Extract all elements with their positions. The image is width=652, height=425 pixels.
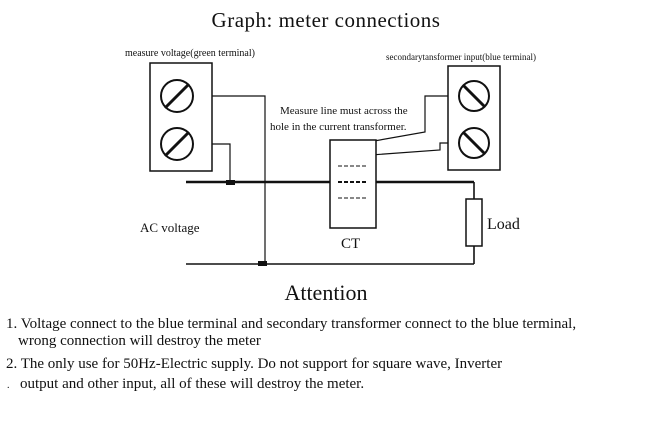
transformer-terminal-screw-bottom	[458, 127, 490, 159]
note-2-line-1: 2. The only use for 50Hz-Electric supply…	[6, 356, 503, 372]
voltage-terminal-screw-top	[160, 79, 194, 113]
load-resistor	[465, 198, 483, 247]
attention-heading: Attention	[284, 280, 368, 305]
label-load: Load	[487, 216, 520, 233]
label-ct: CT	[341, 236, 360, 252]
stray-dot: .	[7, 380, 10, 391]
label-secondary-input: secondarytansformer input(blue terminal)	[386, 52, 536, 62]
label-ac-voltage: AC voltage	[140, 220, 200, 235]
transformer-terminal-block	[447, 65, 501, 171]
voltage-terminal-screw-bottom	[160, 127, 194, 161]
label-measure-line-2: hole in the current transformer.	[270, 121, 407, 133]
note-1-line-1: 1. Voltage connect to the blue terminal …	[6, 316, 577, 332]
current-transformer	[329, 139, 377, 229]
voltage-terminal-block	[149, 62, 213, 172]
transformer-lead-wires	[356, 95, 448, 157]
label-measure-line-1: Measure line must across the	[280, 105, 408, 117]
label-measure-voltage: measure voltage(green terminal)	[125, 48, 255, 59]
voltage-lead-wires	[212, 95, 266, 263]
note-1-line-2: wrong connection will destroy the meter	[18, 333, 261, 349]
transformer-terminal-screw-top	[458, 80, 490, 112]
diagram-title: Graph: meter connections	[211, 8, 441, 32]
note-2-line-2: output and other input, all of these wil…	[20, 376, 365, 392]
